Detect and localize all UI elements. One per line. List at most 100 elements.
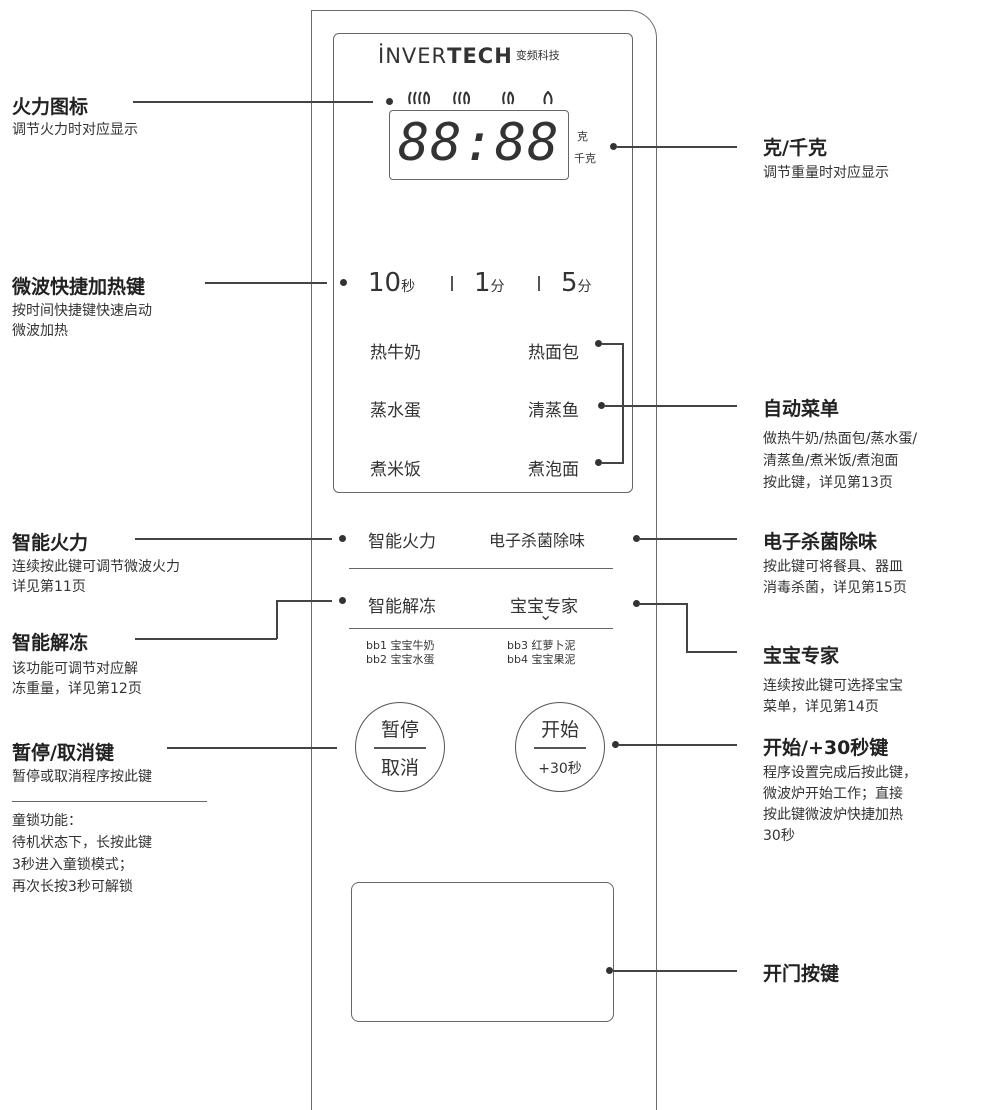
door-title: 开门按键 — [763, 963, 840, 985]
fire-icon-desc: 调节火力时对应显示 — [12, 122, 138, 138]
brand-cn: 变频科技 — [515, 49, 560, 62]
start-desc-4: 30秒 — [763, 828, 795, 844]
plus-30s-label: +30秒 — [538, 761, 582, 777]
sterilize-title: 电子杀菌除味 — [763, 531, 878, 553]
quick-separator — [538, 276, 540, 291]
quick-10s-button[interactable]: 10秒 — [368, 268, 415, 298]
leader-line — [605, 405, 623, 407]
pause-desc: 暂停或取消程序按此键 — [12, 769, 152, 785]
quick-heat-desc-1: 按时间快捷键快速启动 — [12, 303, 152, 319]
control-panel — [311, 10, 657, 1110]
leader-line — [619, 744, 737, 746]
divider — [349, 568, 613, 569]
gram-desc: 调节重量时对应显示 — [763, 165, 889, 181]
baby-desc-2: 菜单，详见第14页 — [763, 699, 879, 715]
baby-item-bb1: bb1 宝宝牛奶 — [366, 639, 435, 652]
auto-menu-title: 自动菜单 — [763, 398, 840, 420]
leader-dot — [598, 402, 605, 409]
leader-line — [276, 600, 332, 602]
child-lock-line-2: 待机状态下，长按此键 — [12, 835, 152, 851]
pause-title: 暂停/取消键 — [12, 742, 114, 764]
start-label: 开始 — [540, 719, 579, 741]
smart-power-button[interactable]: 智能火力 — [368, 532, 436, 552]
defrost-title: 智能解冻 — [12, 632, 89, 654]
auto-menu-desc-3: 按此键，详见第13页 — [763, 475, 893, 491]
auto-menu-desc-2: 清蒸鱼/煮米饭/煮泡面 — [763, 453, 899, 469]
leader-dot — [633, 600, 640, 607]
quick-10s-value: 10 — [368, 268, 402, 298]
menu-cook-rice-button[interactable]: 煮米饭 — [370, 460, 421, 480]
menu-hot-milk-button[interactable]: 热牛奶 — [370, 343, 421, 363]
fire-icon-title: 火力图标 — [12, 96, 89, 118]
leader-line — [613, 970, 737, 972]
baby-item-bb3: bb3 红萝卜泥 — [507, 639, 576, 652]
leader-dot — [339, 535, 346, 542]
quick-1min-button[interactable]: 1分 — [474, 268, 505, 298]
unit-gram: 克 — [577, 130, 588, 143]
leader-dot — [339, 597, 346, 604]
button-rule — [534, 747, 586, 749]
menu-steam-egg-button[interactable]: 蒸水蛋 — [370, 401, 421, 421]
button-rule — [374, 747, 426, 749]
quick-separator — [451, 276, 453, 291]
start-desc-2: 微波炉开始工作；直接 — [763, 786, 903, 802]
flame-icon-medium-high — [452, 91, 472, 109]
menu-hot-bread-button[interactable]: 热面包 — [528, 343, 579, 363]
start-desc-1: 程序设置完成后按此键， — [763, 765, 917, 781]
sterilize-desc-1: 按此键可将餐具、器皿 — [763, 559, 903, 575]
smart-power-desc-2: 详见第11页 — [12, 579, 86, 595]
baby-item-bb2: bb2 宝宝水蛋 — [366, 653, 435, 666]
display-area — [333, 33, 633, 493]
gram-title: 克/千克 — [763, 137, 827, 159]
leader-line — [167, 747, 337, 749]
smart-power-desc-1: 连续按此键可调节微波火力 — [12, 559, 180, 575]
brand-prefix: İNVER — [378, 44, 448, 68]
quick-1min-unit: 分 — [490, 279, 505, 295]
auto-menu-desc-1: 做热牛奶/热面包/蒸水蛋/ — [763, 431, 918, 447]
child-lock-line-4: 再次长按3秒可解锁 — [12, 879, 133, 895]
lcd-digits: 88:88 — [398, 113, 560, 173]
start-button[interactable]: 开始 +30秒 — [515, 702, 605, 792]
defrost-desc-2: 冻重量，详见第12页 — [12, 681, 142, 697]
quick-10s-unit: 秒 — [401, 279, 416, 295]
leader-line — [276, 600, 278, 639]
divider — [349, 628, 613, 629]
pause-label: 暂停 — [380, 719, 419, 741]
flame-icon-medium — [500, 91, 516, 109]
start-title: 开始/+30秒键 — [763, 737, 889, 759]
leader-line — [640, 603, 687, 605]
leader-line — [622, 405, 737, 407]
child-lock-line-3: 3秒进入童锁模式； — [12, 857, 133, 873]
menu-cook-noodle-button[interactable]: 煮泡面 — [528, 460, 579, 480]
cancel-label: 取消 — [380, 757, 419, 779]
divider — [12, 801, 207, 802]
leader-line — [135, 538, 332, 540]
fire-icon-dot — [386, 98, 393, 105]
quick-5min-button[interactable]: 5分 — [561, 268, 592, 298]
leader-dot — [633, 535, 640, 542]
quick-1min-value: 1 — [474, 268, 491, 298]
baby-expert-button[interactable]: 宝宝专家 — [510, 597, 578, 617]
leader-line — [686, 651, 737, 653]
pause-cancel-button[interactable]: 暂停 取消 — [355, 702, 445, 792]
quick-heat-desc-2: 微波加热 — [12, 323, 68, 339]
brand-bold: TECH — [447, 44, 513, 68]
leader-dot — [606, 967, 613, 974]
lcd-display — [389, 110, 569, 180]
smart-power-title: 智能火力 — [12, 532, 89, 554]
leader-line — [640, 538, 737, 540]
leader-dot — [340, 279, 347, 286]
flame-icon-low — [542, 90, 554, 109]
door-open-button[interactable] — [351, 882, 614, 1022]
leader-line — [602, 462, 623, 464]
start-desc-3: 按此键微波炉快捷加热 — [763, 807, 903, 823]
leader-line — [602, 343, 623, 345]
leader-line — [617, 146, 737, 148]
child-lock-line-1: 童锁功能： — [12, 813, 82, 829]
menu-steam-fish-button[interactable]: 清蒸鱼 — [528, 401, 579, 421]
leader-dot — [595, 459, 602, 466]
sterilize-button[interactable]: 电子杀菌除味 — [489, 531, 586, 550]
smart-defrost-button[interactable]: 智能解冻 — [368, 597, 436, 617]
sterilize-desc-2: 消毒杀菌，详见第15页 — [763, 580, 907, 596]
